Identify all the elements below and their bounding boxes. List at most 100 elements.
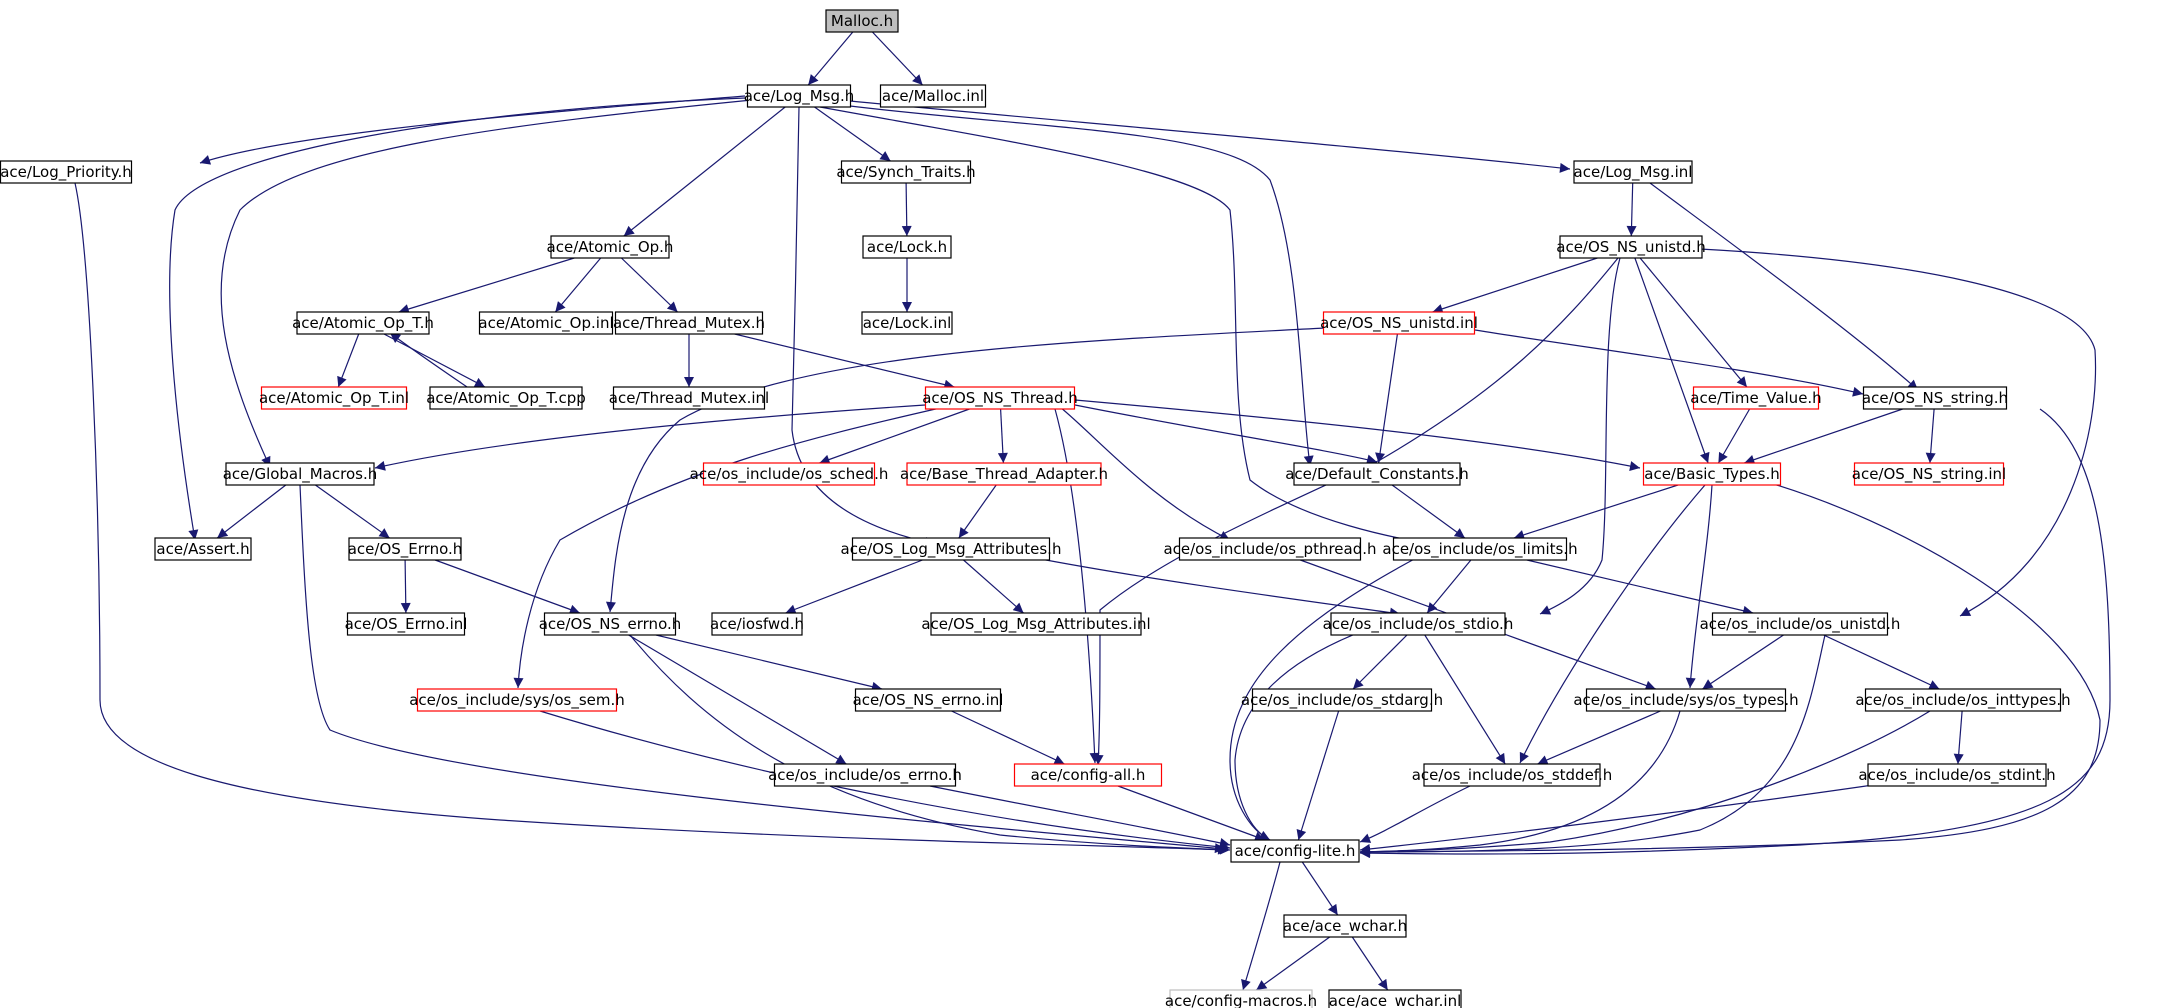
node-box <box>930 612 1142 636</box>
node-atomic_op_inl[interactable]: ace/Atomic_Op.inl <box>478 311 614 335</box>
node-label: ace/config-macros.h <box>1165 992 1317 1008</box>
node-box <box>225 462 375 486</box>
node-os_errno_inl[interactable]: ace/OS_Errno.inl <box>345 612 468 636</box>
edge-log_msg_h-to-synch_traits_h <box>814 106 891 162</box>
node-box <box>1867 763 2047 787</box>
edge-base_thread_adapter_h-to-os_log_msg_attributes_h <box>958 484 997 539</box>
edge-os_errno_h-to-os_ns_errno_h <box>434 559 581 615</box>
edge-log_msg_inl-to-os_ns_string_h <box>1649 182 1919 391</box>
node-thread_mutex_h[interactable]: ace/Thread_Mutex.h <box>613 311 765 335</box>
edge-os_log_msg_attributes_h-to-os_log_msg_attributes_inl <box>963 559 1024 614</box>
edge-os_ns_thread_h-to-base_thread_adapter_h <box>997 408 1008 464</box>
node-box <box>746 84 852 108</box>
node-box <box>1330 612 1506 636</box>
node-box <box>612 386 766 410</box>
edge-os_errno_h-to-os_errno_inl <box>400 559 411 614</box>
node-config_all_h[interactable]: ace/config-all.h <box>1013 763 1163 787</box>
edge-os_limits_h-to-os_unistd_h <box>1526 559 1754 616</box>
node-malloc_h[interactable]: Malloc.h <box>825 9 899 33</box>
node-os_errno_include_h[interactable]: ace/os_include/os_errno.h <box>768 763 962 787</box>
node-ace_wchar_inl[interactable]: ace/ace_wchar.inl <box>1328 989 1462 1008</box>
node-os_ns_string_h[interactable]: ace/OS_NS_string.h <box>1862 386 2008 410</box>
node-label: ace/OS_Errno.h <box>348 540 463 559</box>
node-os_types_h[interactable]: ace/os_include/sys/os_types.h <box>1573 688 1799 712</box>
node-label: ace/OS_NS_unistd.inl <box>1320 314 1478 333</box>
node-os_unistd_h[interactable]: ace/os_include/os_unistd.h <box>1700 612 1901 636</box>
edge-os_ns_thread_h-to-config_all_h <box>1054 408 1100 764</box>
node-os_ns_unistd_h[interactable]: ace/OS_NS_unistd.h <box>1556 235 1706 259</box>
node-os_sem_h[interactable]: ace/os_include/sys/os_sem.h <box>409 688 625 712</box>
node-os_sched_h[interactable]: ace/os_include/os_sched.h <box>690 462 889 486</box>
node-os_ns_unistd_inl[interactable]: ace/OS_NS_unistd.inl <box>1320 311 1478 335</box>
node-os_ns_errno_inl[interactable]: ace/OS_NS_errno.inl <box>853 688 1004 712</box>
node-os_stddef_h[interactable]: ace/os_include/os_stddef.h <box>1412 763 1613 787</box>
node-atomic_op_t_cpp[interactable]: ace/Atomic_Op_T.cpp <box>426 386 586 410</box>
node-config_macros_h[interactable]: ace/config-macros.h <box>1165 989 1317 1008</box>
edge-os_ns_unistd_h-to-time_value_h <box>1639 257 1748 388</box>
edge-os_log_msg_attributes_h-to-iosfwd_h <box>785 559 923 615</box>
node-os_ns_string_inl[interactable]: ace/OS_NS_string.inl <box>1852 462 2006 486</box>
node-label: Malloc.h <box>831 12 893 30</box>
node-log_msg_h[interactable]: ace/Log_Msg.h <box>744 84 855 108</box>
edge-os_ns_string_h-to-os_ns_string_inl <box>1925 408 1936 464</box>
node-assert_h[interactable]: ace/Assert.h <box>154 537 252 561</box>
node-label: ace/Base_Thread_Adapter.h <box>900 465 1108 484</box>
node-thread_mutex_inl[interactable]: ace/Thread_Mutex.inl <box>609 386 769 410</box>
node-iosfwd_h[interactable]: ace/iosfwd.h <box>710 612 804 636</box>
edge-thread_mutex_h-to-os_ns_thread_h <box>734 333 955 390</box>
node-label: ace/os_include/os_pthread.h <box>1163 540 1376 559</box>
edge-log_msg_h-to-default_constants_h <box>849 105 1314 467</box>
edge-config_lite_h-to-ace_wchar_h <box>1301 861 1339 916</box>
node-box <box>543 612 677 636</box>
node-os_stdarg_h[interactable]: ace/os_include/os_stdarg.h <box>1241 688 1443 712</box>
node-os_stdio_h[interactable]: ace/os_include/os_stdio.h <box>1323 612 1514 636</box>
node-box <box>1013 763 1163 787</box>
node-box <box>702 462 876 486</box>
edge-os_stdio_h-to-config_lite_h <box>1234 631 1361 841</box>
node-default_constants_h[interactable]: ace/Default_Constants.h <box>1285 462 1469 486</box>
node-label: ace/ace_wchar.inl <box>1329 992 1462 1008</box>
node-label: ace/Atomic_Op.inl <box>478 314 613 333</box>
node-global_macros_h[interactable]: ace/Global_Macros.h <box>223 462 378 486</box>
edge-config_all_h-to-config_lite_h <box>1117 785 1266 842</box>
node-os_errno_h[interactable]: ace/OS_Errno.h <box>348 537 463 561</box>
node-basic_types_h[interactable]: ace/Basic_Types.h <box>1642 462 1782 486</box>
node-label: ace/OS_NS_string.inl <box>1852 465 2006 484</box>
node-box <box>1559 235 1703 259</box>
node-box <box>260 386 408 410</box>
node-synch_traits_h[interactable]: ace/Synch_Traits.h <box>836 160 976 184</box>
node-atomic_op_t_inl[interactable]: ace/Atomic_Op_T.inl <box>259 386 409 410</box>
node-box <box>348 537 462 561</box>
node-os_ns_thread_h[interactable]: ace/OS_NS_Thread.h <box>922 386 1078 410</box>
node-log_priority_h[interactable]: ace/Log_Priority.h <box>0 160 133 184</box>
edge-basic_types_h-to-os_stddef_h <box>1519 484 1706 764</box>
node-os_log_msg_attributes_inl[interactable]: ace/OS_Log_Msg_Attributes.inl <box>921 612 1151 636</box>
node-atomic_op_h[interactable]: ace/Atomic_Op.h <box>547 235 674 259</box>
node-os_limits_h[interactable]: ace/os_include/os_limits.h <box>1382 537 1578 561</box>
node-box <box>1328 989 1462 1008</box>
node-log_msg_inl[interactable]: ace/Log_Msg.inl <box>1573 160 1693 184</box>
node-config_lite_h[interactable]: ace/config-lite.h <box>1230 839 1360 863</box>
edge-basic_types_h-to-config_lite_h <box>1359 479 2101 857</box>
node-os_pthread_h[interactable]: ace/os_include/os_pthread.h <box>1163 537 1377 561</box>
node-atomic_op_t_h[interactable]: ace/Atomic_Op_T.h <box>292 311 434 335</box>
node-label: ace/os_include/sys/os_sem.h <box>409 691 625 710</box>
node-box <box>879 84 987 108</box>
node-os_log_msg_attributes_h[interactable]: ace/OS_Log_Msg_Attributes.h <box>841 537 1062 561</box>
edge-log_msg_h-to-log_priority_h <box>199 95 746 165</box>
node-os_ns_errno_h[interactable]: ace/OS_NS_errno.h <box>539 612 682 636</box>
edge-os_types_h-to-os_stddef_h <box>1537 710 1661 765</box>
edge-log_priority_h-to-config_lite_h <box>74 182 1229 855</box>
node-time_value_h[interactable]: ace/Time_Value.h <box>1690 386 1822 410</box>
node-lock_inl[interactable]: ace/Lock.inl <box>861 311 953 335</box>
edge-os_ns_errno_h-to-os_errno_include_h <box>628 634 847 765</box>
node-ace_wchar_h[interactable]: ace/ace_wchar.h <box>1283 914 1407 938</box>
node-os_inttypes_h[interactable]: ace/os_include/os_inttypes.h <box>1855 688 2071 712</box>
node-label: ace/OS_NS_errno.inl <box>853 691 1004 710</box>
node-os_stdint_h[interactable]: ace/os_include/os_stdint.h <box>1858 763 2056 787</box>
edge-os_ns_unistd_inl-to-default_constants_h <box>1375 333 1398 464</box>
node-label: ace/Log_Priority.h <box>0 163 132 182</box>
node-base_thread_adapter_h[interactable]: ace/Base_Thread_Adapter.h <box>900 462 1108 486</box>
node-lock_h[interactable]: ace/Lock.h <box>862 235 952 259</box>
node-malloc_inl[interactable]: ace/Malloc.inl <box>879 84 987 108</box>
